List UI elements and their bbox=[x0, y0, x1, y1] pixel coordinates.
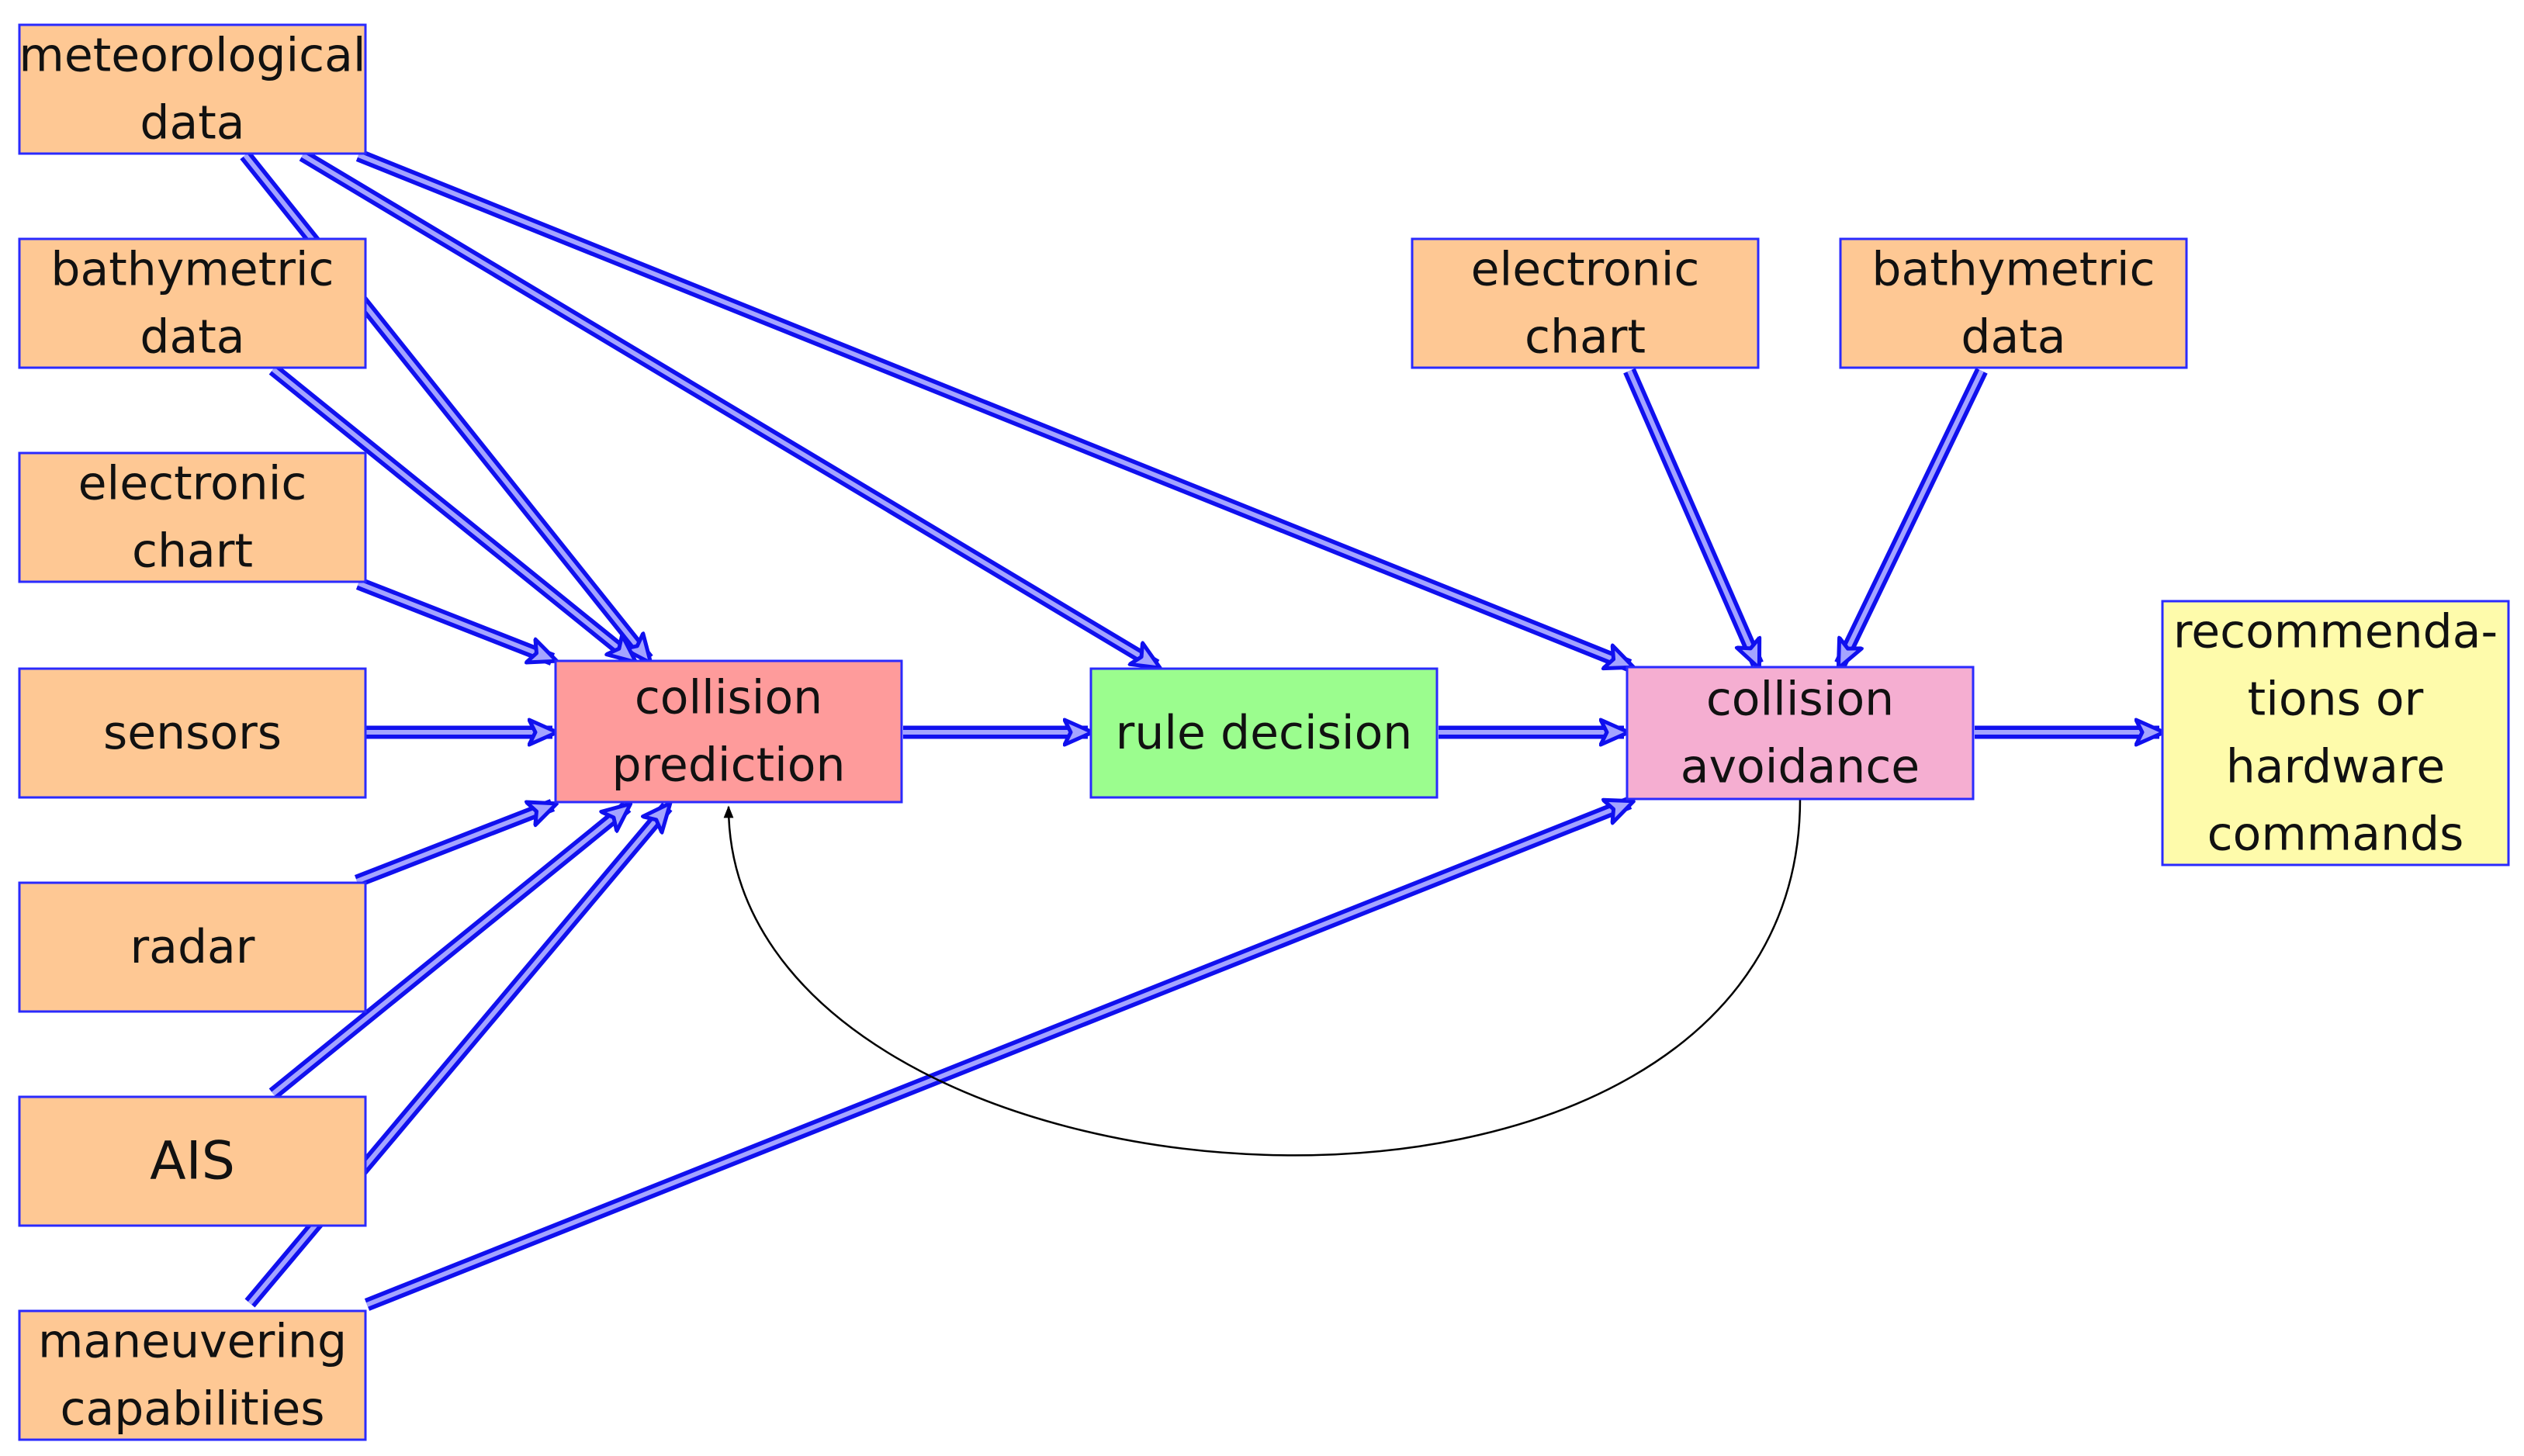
node-bathy1: bathymetric data bbox=[18, 237, 367, 369]
edges-layer bbox=[240, 149, 2159, 1311]
edge-bathy2-to-avoidance bbox=[1834, 368, 1988, 664]
node-label-line: tions or bbox=[2248, 673, 2424, 727]
node-label-line: collision bbox=[1706, 673, 1894, 727]
edge-echart1-to-prediction bbox=[355, 577, 552, 666]
edge-avoidance-to-prediction bbox=[723, 798, 1802, 1157]
node-sensors: sensors bbox=[18, 667, 367, 799]
node-box bbox=[2161, 600, 2510, 866]
node-label-line: maneuvering bbox=[38, 1315, 347, 1369]
node-label-line: data bbox=[140, 310, 244, 365]
node-box bbox=[18, 1095, 367, 1227]
node-label-line: rule decision bbox=[1116, 706, 1413, 760]
arrow-shaft-inner bbox=[243, 154, 648, 659]
edge-echart2-to-avoidance bbox=[1623, 368, 1764, 664]
node-label-line: capabilities bbox=[60, 1382, 324, 1437]
node-maneuver: maneuvering capabilities bbox=[18, 1309, 367, 1441]
edge-maneuver-to-avoidance bbox=[364, 797, 1629, 1311]
edge-radar-to-prediction bbox=[354, 799, 552, 887]
nodes-layer: meteorological data bathymetric data electro… bbox=[18, 23, 2510, 1441]
edge-ais-to-prediction bbox=[268, 801, 627, 1099]
arrow-shaft-inner bbox=[355, 805, 552, 884]
node-box bbox=[1626, 666, 1975, 801]
node-box bbox=[18, 237, 367, 369]
node-box bbox=[1089, 667, 1439, 799]
node-box bbox=[18, 23, 367, 155]
arrow-shaft-inner bbox=[357, 153, 1629, 666]
node-echart1: electronic chart bbox=[18, 451, 367, 583]
node-label-line: prediction bbox=[611, 738, 845, 793]
node-box bbox=[18, 881, 367, 1013]
node-box bbox=[18, 1309, 367, 1441]
arrow-shaft-inner bbox=[1627, 369, 1757, 664]
node-meteo1: meteorological data bbox=[18, 23, 367, 155]
node-label-line: recommenda- bbox=[2173, 605, 2498, 659]
node-label-line: electronic bbox=[1471, 243, 1700, 297]
node-output: recommenda-tions or hardware commands bbox=[2161, 600, 2510, 866]
node-label-line: avoidance bbox=[1681, 740, 1920, 794]
node-label-line: data bbox=[140, 96, 244, 150]
arrow-shaft-inner bbox=[301, 153, 1156, 666]
node-radar: radar bbox=[18, 881, 367, 1013]
node-box bbox=[18, 667, 367, 799]
edge-meteo1-to-prediction bbox=[240, 150, 653, 659]
node-label-line: bathymetric bbox=[1871, 243, 2155, 297]
node-label-line: hardware bbox=[2226, 740, 2446, 794]
node-rule: rule decision bbox=[1089, 667, 1439, 799]
node-label-line: radar bbox=[130, 920, 255, 974]
node-label-line: chart bbox=[132, 524, 253, 579]
node-box bbox=[1839, 237, 2188, 369]
node-avoidance: collision avoidance bbox=[1626, 666, 1975, 801]
node-ais: AIS bbox=[18, 1095, 367, 1227]
node-box bbox=[1411, 237, 1760, 369]
arrow-shaft-inner bbox=[272, 367, 632, 659]
node-label-line: bathymetric bbox=[50, 243, 334, 297]
edge-bathy1-to-prediction bbox=[268, 364, 632, 665]
feedback-arrow-line bbox=[723, 798, 1802, 1157]
node-label-line: electronic bbox=[78, 457, 307, 511]
edge-meteo1-to-avoidance bbox=[355, 149, 1629, 672]
node-echart2: electronic chart bbox=[1411, 237, 1760, 369]
node-label-line: AIS bbox=[150, 1131, 235, 1192]
arrow-shaft-inner bbox=[1840, 369, 1984, 664]
node-bathy2: bathymetric data bbox=[1839, 237, 2188, 369]
node-label-line: commands bbox=[2207, 808, 2464, 862]
arrow-shaft-inner bbox=[357, 581, 552, 659]
node-prediction: collision prediction bbox=[554, 659, 903, 804]
node-label-line: sensors bbox=[103, 706, 282, 760]
node-box bbox=[18, 451, 367, 583]
node-label-line: collision bbox=[635, 671, 822, 725]
arrow-shaft-inner bbox=[365, 803, 1629, 1307]
node-label-line: data bbox=[1961, 310, 2065, 365]
node-label-line: meteorological bbox=[19, 29, 365, 83]
arrow-shaft-inner bbox=[272, 807, 627, 1096]
edge-meteo1-to-rule bbox=[299, 149, 1156, 672]
node-label-line: chart bbox=[1525, 310, 1646, 365]
node-box bbox=[554, 659, 903, 804]
